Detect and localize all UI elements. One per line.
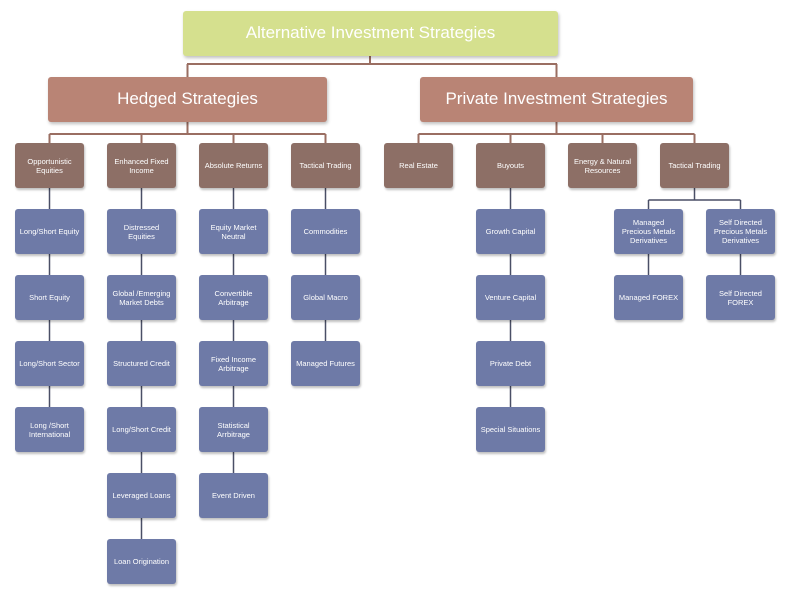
strategy-node: Managed Precious Metals Derivatives	[614, 209, 683, 254]
strategy-node: Long/Short Sector	[15, 341, 84, 386]
strategy-node: Short Equity	[15, 275, 84, 320]
strategy-node: Global /Emerging Market Debts	[107, 275, 176, 320]
strategy-node: Private Debt	[476, 341, 545, 386]
strategy-node: Event Driven	[199, 473, 268, 518]
strategy-node: Venture Capital	[476, 275, 545, 320]
strategy-node: Self Directed Precious Metals Derivative…	[706, 209, 775, 254]
strategy-node: Special Situations	[476, 407, 545, 452]
root-node: Alternative Investment Strategies	[183, 11, 558, 56]
strategy-node: Managed Futures	[291, 341, 360, 386]
strategy-node: Commodities	[291, 209, 360, 254]
group-node: Absolute Returns	[199, 143, 268, 188]
category-node: Hedged Strategies	[48, 77, 327, 122]
group-node: Enhanced Fixed Income	[107, 143, 176, 188]
strategy-node: Equity Market Neutral	[199, 209, 268, 254]
strategy-node: Convertible Arbitrage	[199, 275, 268, 320]
group-node: Buyouts	[476, 143, 545, 188]
group-node: Tactical Trading	[660, 143, 729, 188]
strategy-node: Distressed Equities	[107, 209, 176, 254]
strategy-node: Long/Short Equity	[15, 209, 84, 254]
strategy-node: Managed FOREX	[614, 275, 683, 320]
strategy-node: Structured Credit	[107, 341, 176, 386]
strategy-node: Statistical Arrbitrage	[199, 407, 268, 452]
strategy-node: Long/Short Credit	[107, 407, 176, 452]
strategy-node: Loan Origination	[107, 539, 176, 584]
group-node: Real Estate	[384, 143, 453, 188]
strategy-node: Self Directed FOREX	[706, 275, 775, 320]
group-node: Tactical Trading	[291, 143, 360, 188]
strategy-node: Leveraged Loans	[107, 473, 176, 518]
strategy-node: Growth Capital	[476, 209, 545, 254]
strategy-node: Fixed Income Arbitrage	[199, 341, 268, 386]
strategy-node: Global Macro	[291, 275, 360, 320]
group-node: Opportunistic Equities	[15, 143, 84, 188]
group-node: Energy & Natural Resources	[568, 143, 637, 188]
category-node: Private Investment Strategies	[420, 77, 693, 122]
strategy-node: Long /Short International	[15, 407, 84, 452]
